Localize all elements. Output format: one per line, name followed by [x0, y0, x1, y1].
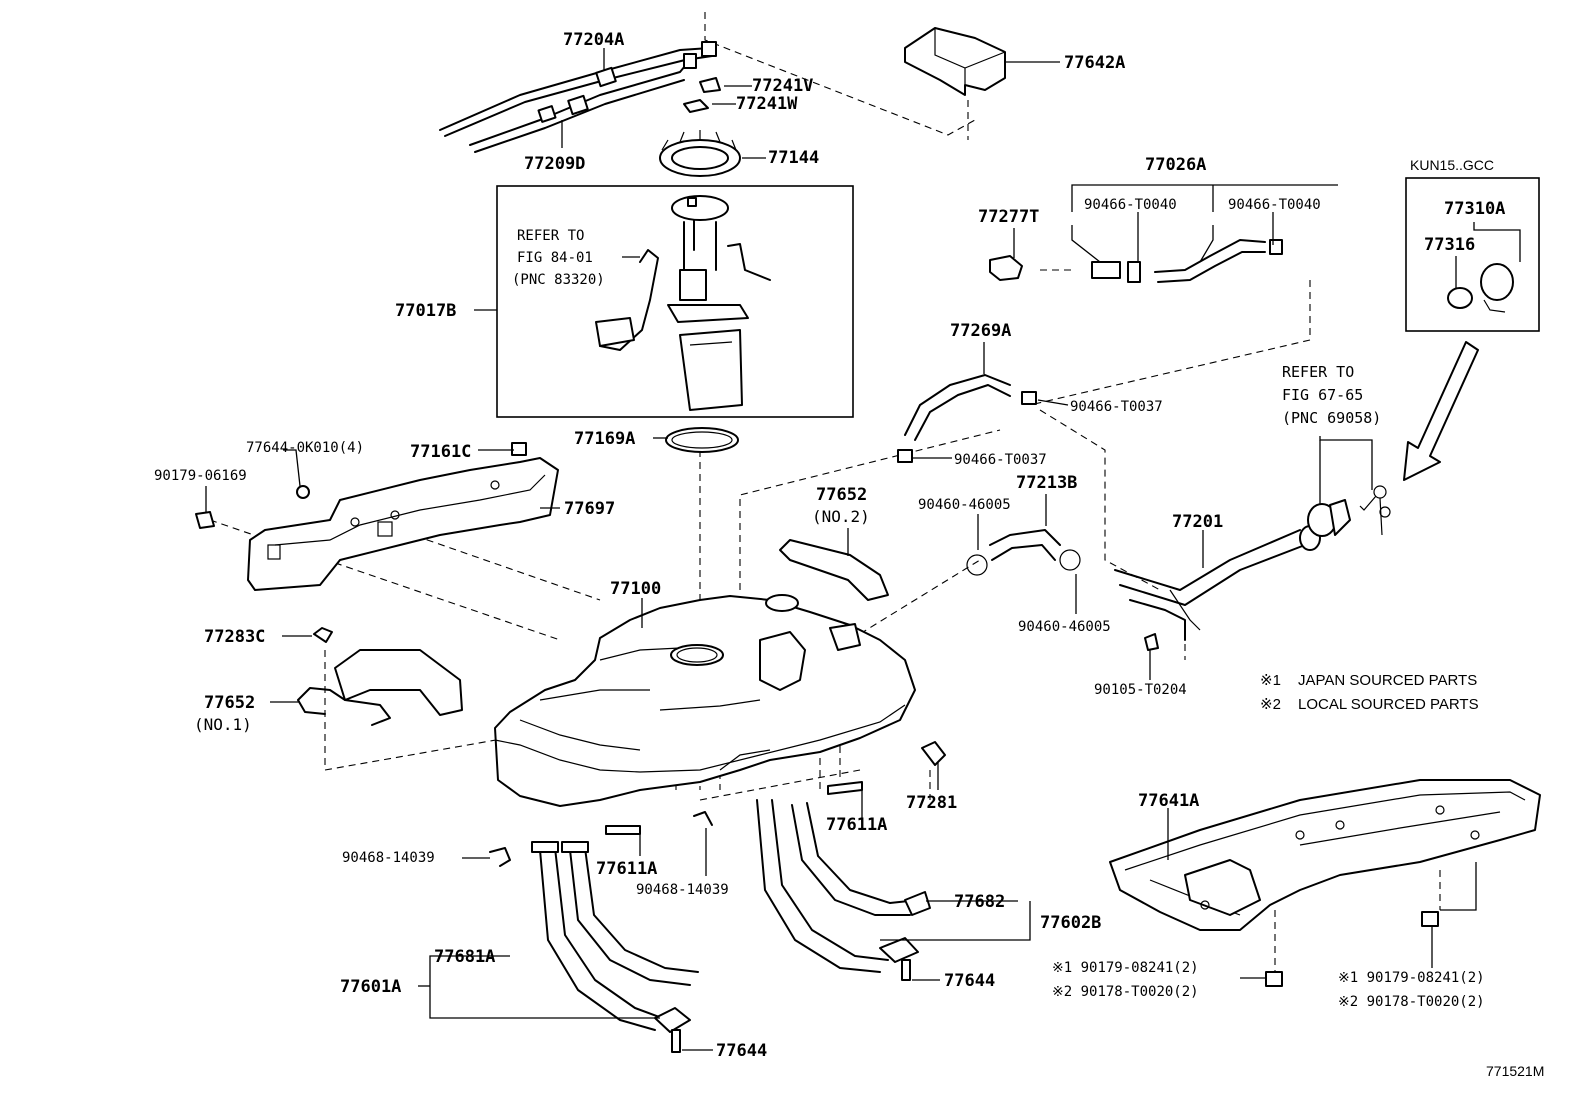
hose-77269a [897, 374, 1037, 463]
label-77204a[interactable]: 77204A [563, 30, 624, 50]
bracket-77652-no1 [297, 687, 391, 726]
label-77209d[interactable]: 77209D [524, 154, 585, 174]
retainer-ring-77144 [659, 130, 741, 177]
clip-77241w [683, 99, 709, 113]
label-77277t[interactable]: 77277T [978, 207, 1039, 227]
label-77641a[interactable]: 77641A [1138, 791, 1199, 811]
label-77100[interactable]: 77100 [610, 579, 661, 599]
clip-77161c [511, 442, 527, 456]
diagram-code: 771521M [1486, 1063, 1544, 1079]
clip-77283c [313, 627, 333, 643]
protector-77641a [1109, 779, 1541, 931]
refer-fig-84-01-line2[interactable]: FIG 84-01 [517, 250, 593, 266]
label-77652-no2[interactable]: 77652 [816, 485, 867, 505]
note-local-mark: ※2 [1260, 696, 1281, 713]
filler-pipe-77201 [1114, 525, 1321, 651]
fuel-tank-77100 [494, 594, 916, 807]
fuel-cap-box [1405, 177, 1540, 332]
label-90178-t0020-right[interactable]: ※2 90178-T0020(2) [1338, 994, 1485, 1010]
heat-insulator-77697 [247, 457, 559, 591]
label-77269a[interactable]: 77269A [950, 321, 1011, 341]
label-77652-no1[interactable]: 77652 [204, 693, 255, 713]
hose-set-77026a [989, 239, 1283, 283]
bolt-77644-upper [901, 959, 911, 981]
label-77644-upper[interactable]: 77644 [944, 971, 995, 991]
hose-77213b [966, 529, 1081, 576]
label-77201[interactable]: 77201 [1172, 512, 1223, 532]
label-77682[interactable]: 77682 [954, 892, 1005, 912]
fuel-line-assembly [439, 41, 717, 153]
protector-77642a [904, 27, 1006, 96]
protector-77652-no2 [779, 539, 889, 601]
refer-fig-67-65-line3: (PNC 69058) [1282, 409, 1381, 427]
bolt-77644-lower [671, 1029, 681, 1053]
part-labels: 77204A 77241V 77241W 77209D 77144 77642A… [154, 30, 1544, 1079]
label-77652-no1-sub: (NO.1) [194, 715, 252, 734]
refer-fig-84-01-line3: (PNC 83320) [512, 272, 605, 288]
tank-band-77681a [531, 841, 699, 1033]
protector-77652-no1 [334, 649, 463, 716]
clip-77281 [921, 741, 946, 766]
label-77241w[interactable]: 77241W [736, 94, 798, 114]
model-code: KUN15..GCC [1410, 157, 1494, 173]
label-77283c[interactable]: 77283C [204, 627, 265, 647]
label-90466-t0037-upper[interactable]: 90466-T0037 [1070, 399, 1163, 415]
label-77161c[interactable]: 77161C [410, 442, 471, 462]
fuel-pump-assembly-box [496, 185, 854, 418]
label-77169a[interactable]: 77169A [574, 429, 635, 449]
refer-fig-67-65-line1: REFER TO [1282, 363, 1354, 381]
label-77611a-lower[interactable]: 77611A [596, 859, 657, 879]
label-77681a[interactable]: 77681A [434, 947, 495, 967]
bolt-77611a-upper [827, 781, 863, 795]
direction-arrow [1403, 341, 1479, 481]
fuel-filler-lid-lock [1307, 485, 1391, 537]
label-90179-06169[interactable]: 90179-06169 [154, 468, 247, 484]
clip-90468-14039-right [693, 811, 713, 826]
label-90460-46005-lower[interactable]: 90460-46005 [1018, 619, 1111, 635]
nut-90179-08241-left [1265, 971, 1283, 987]
label-77642a[interactable]: 77642A [1064, 53, 1125, 73]
label-90468-14039-left[interactable]: 90468-14039 [342, 850, 435, 866]
note-japan-text: JAPAN SOURCED PARTS [1298, 672, 1477, 689]
label-90466-t0037-lower[interactable]: 90466-T0037 [954, 452, 1047, 468]
note-local-text: LOCAL SOURCED PARTS [1298, 696, 1479, 713]
label-77310a[interactable]: 77310A [1444, 199, 1505, 219]
label-77144[interactable]: 77144 [768, 148, 819, 168]
label-77601a[interactable]: 77601A [340, 977, 401, 997]
label-90466-t0040-right[interactable]: 90466-T0040 [1228, 197, 1321, 213]
label-77241v[interactable]: 77241V [752, 76, 813, 96]
label-90460-46005-upper[interactable]: 90460-46005 [918, 497, 1011, 513]
label-77026a[interactable]: 77026A [1145, 155, 1206, 175]
label-77213b[interactable]: 77213B [1016, 473, 1077, 493]
note-japan-mark: ※1 [1260, 672, 1281, 689]
label-77644-lower[interactable]: 77644 [716, 1041, 767, 1061]
fuel-cap-77310a [1447, 263, 1514, 313]
refer-fig-84-01-line1: REFER TO [517, 228, 584, 244]
label-90105-t0204[interactable]: 90105-T0204 [1094, 682, 1187, 698]
bolt-90179-06169 [195, 511, 215, 529]
leader-lines [205, 48, 1521, 1051]
label-77652-no2-sub: (NO.2) [812, 507, 870, 526]
label-90468-14039-right[interactable]: 90468-14039 [636, 882, 729, 898]
clip-77241v [699, 77, 721, 93]
nut-77644-0k010 [296, 485, 310, 499]
clip-90468-14039-left [489, 847, 511, 867]
bolt-77611a-lower [605, 825, 641, 835]
label-90179-08241-right[interactable]: ※1 90179-08241(2) [1338, 970, 1485, 986]
label-77602b[interactable]: 77602B [1040, 913, 1101, 933]
label-77281[interactable]: 77281 [906, 793, 957, 813]
tank-band-77682 [756, 799, 931, 973]
refer-fig-67-65-line2[interactable]: FIG 67-65 [1282, 386, 1363, 404]
label-77611a-upper[interactable]: 77611A [826, 815, 887, 835]
label-77316[interactable]: 77316 [1424, 235, 1475, 255]
label-90466-t0040-left[interactable]: 90466-T0040 [1084, 197, 1177, 213]
nut-90179-08241-right [1421, 911, 1439, 927]
label-77697[interactable]: 77697 [564, 499, 615, 519]
label-77644-0k010[interactable]: 77644-0K010(4) [246, 440, 364, 456]
label-77017b[interactable]: 77017B [395, 301, 456, 321]
label-90178-t0020-left[interactable]: ※2 90178-T0020(2) [1052, 984, 1199, 1000]
label-90179-08241-left[interactable]: ※1 90179-08241(2) [1052, 960, 1199, 976]
fuel-pump-assembly [595, 195, 771, 411]
